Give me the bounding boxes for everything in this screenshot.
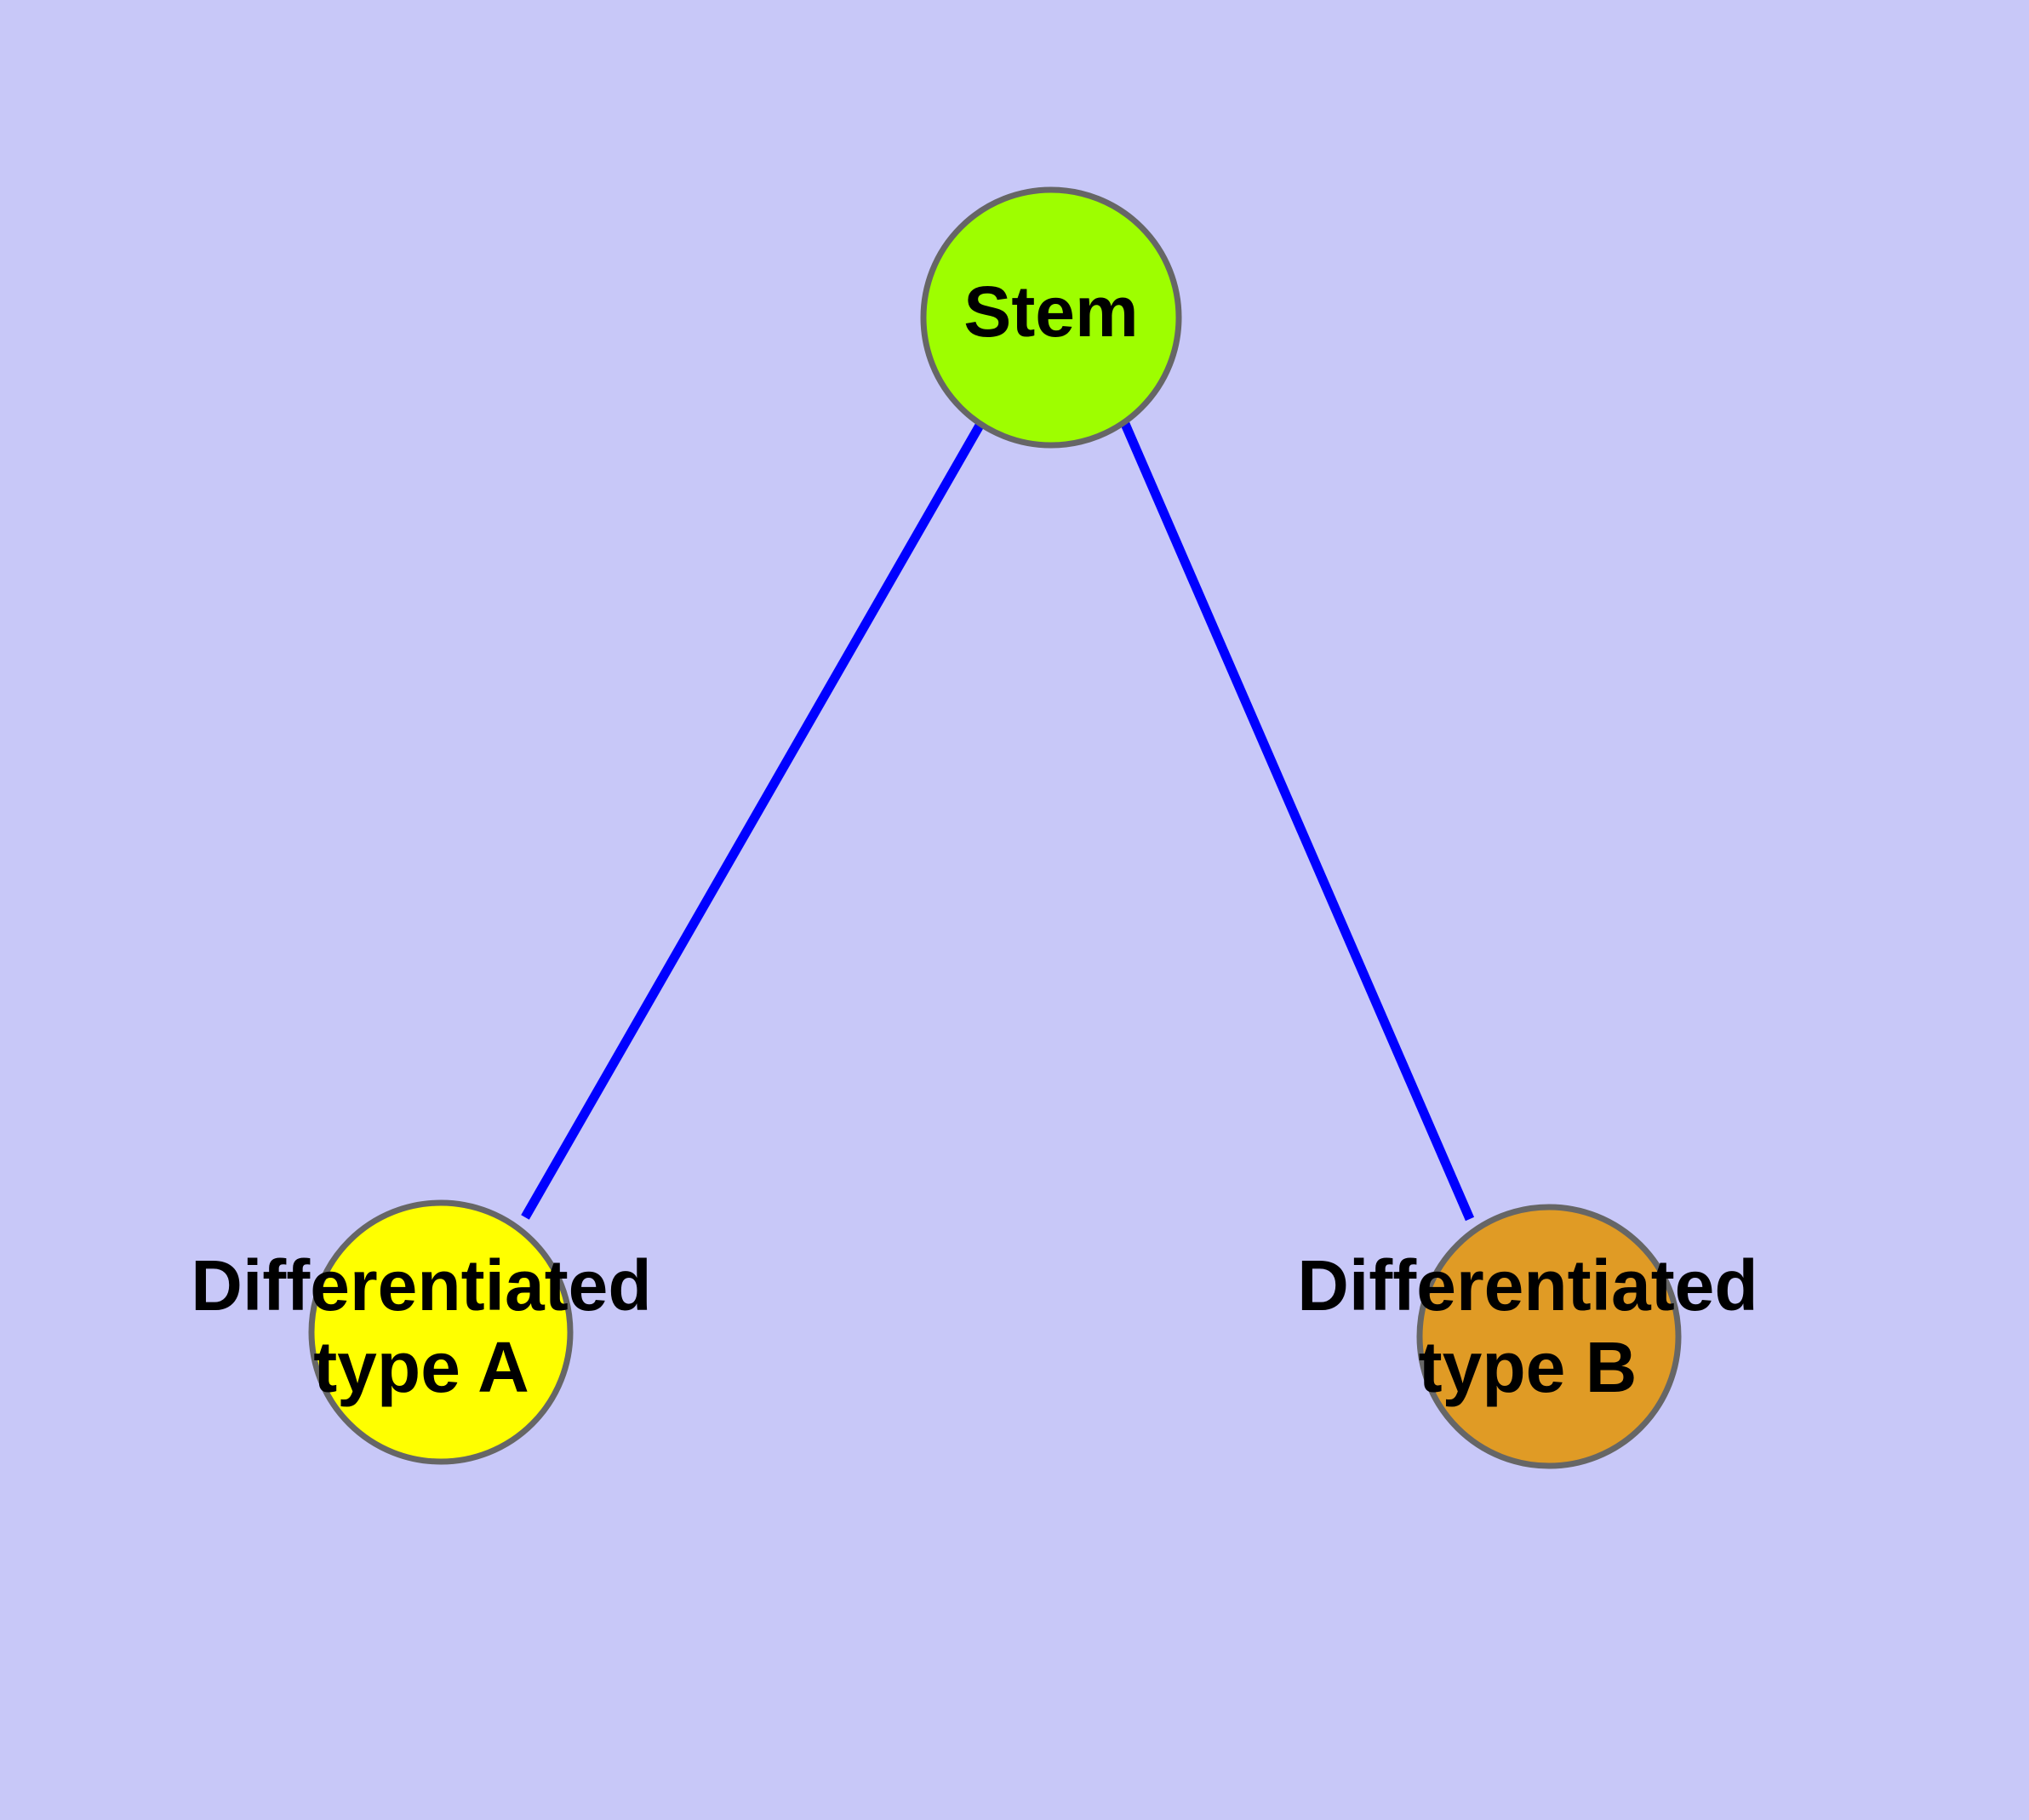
node-circle-diff_b[interactable]: [1416, 1204, 1682, 1469]
graph-node-stem[interactable]: Stem: [920, 186, 1182, 449]
node-circle-stem[interactable]: [920, 186, 1182, 449]
node-label-stem: Stem: [963, 272, 1138, 352]
node-label-line: type A: [313, 1327, 529, 1407]
node-label-line: Stem: [963, 272, 1138, 352]
node-label-line: Differentiated: [191, 1245, 651, 1325]
node-circle-diff_a[interactable]: [308, 1199, 574, 1465]
edges-layer: [521, 421, 1475, 1222]
node-label-line: type B: [1419, 1327, 1637, 1407]
graph-edge-stem-to-diff_a: [521, 421, 985, 1220]
node-label-line: Differentiated: [1297, 1245, 1758, 1325]
graph-edge-stem-to-diff_b: [1120, 421, 1475, 1222]
